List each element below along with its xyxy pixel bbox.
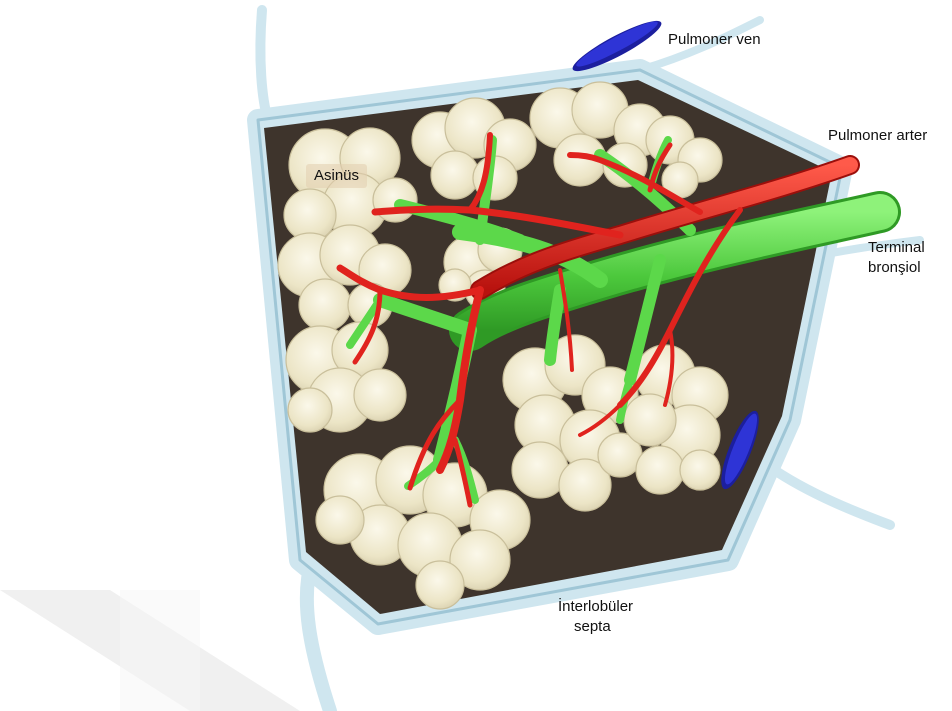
acinus-label: Asinüs	[306, 164, 367, 188]
interlobular-septa-label-line1: İnterlobüler	[558, 597, 678, 617]
pulmonary-artery-label: Pulmoner arter	[828, 126, 927, 146]
interlobular-septa-label-line2: septa	[558, 617, 678, 637]
pulmonary-vein-label: Pulmoner ven	[668, 30, 761, 50]
terminal-bronchiole-label: Terminal bronşiol	[868, 238, 952, 278]
watermark-chevron	[0, 590, 300, 711]
interlobular-septa-label: İnterlobüler septa	[558, 597, 678, 637]
terminal-bronchiole-label-line2: bronşiol	[868, 258, 952, 278]
terminal-bronchiole-label-line1: Terminal	[868, 238, 952, 258]
